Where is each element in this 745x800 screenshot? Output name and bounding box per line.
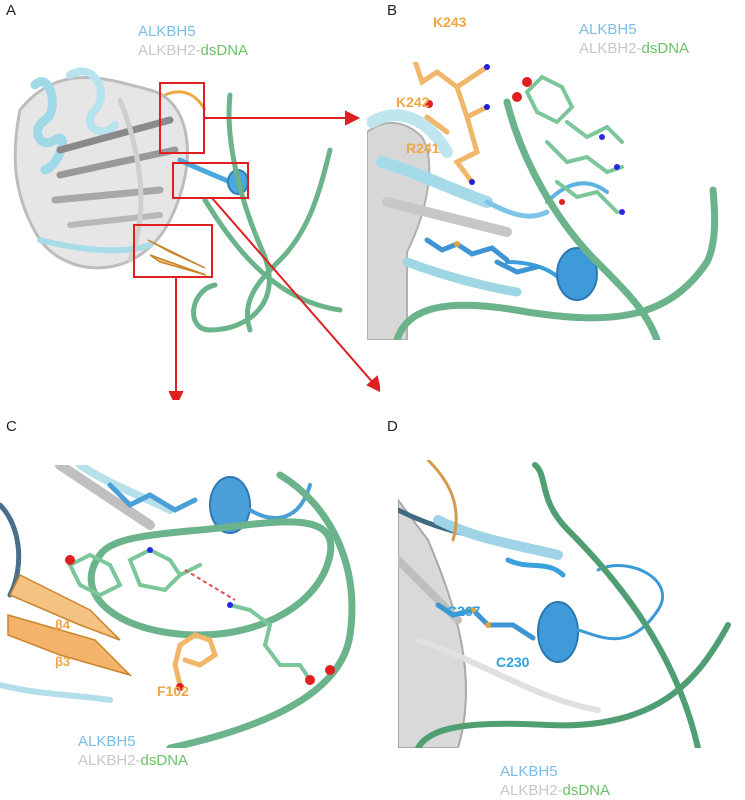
legend-dsdna-label: dsDNA	[200, 42, 249, 59]
legend-dsdna-label: dsDNA	[140, 752, 189, 769]
dsdna-tube	[191, 92, 343, 333]
legend-alkbh5-label: ALKBH5	[500, 763, 558, 780]
legend-dsdna-label: dsDNA	[641, 40, 690, 57]
dsdna-tube	[87, 471, 356, 748]
legend-alkbh2-label: ALKBH2-	[500, 782, 563, 799]
residue-label-r241: R241	[406, 140, 440, 156]
panel-c-letter: C	[6, 418, 17, 435]
legend-alkbh2-label: ALKBH2-	[78, 752, 141, 769]
panel-a-letter: A	[6, 2, 17, 19]
orange-beta-sheet	[7, 573, 133, 677]
panel-d-structure-art	[398, 460, 731, 748]
panel-d-letter: D	[387, 418, 398, 435]
orange-strands	[147, 90, 207, 276]
residue-label-k243: K243	[433, 14, 467, 30]
residue-label-k242: K242	[396, 94, 430, 110]
residue-label-c230: C230	[496, 654, 530, 670]
side-chains	[424, 237, 540, 275]
panel-b-structure	[367, 62, 742, 340]
panel-c-structure	[0, 465, 378, 748]
panel-d-structure	[398, 460, 743, 748]
f102-sidechain	[172, 632, 218, 688]
dsdna-tube	[393, 98, 719, 340]
dsdna-tube	[415, 462, 731, 748]
panel-c-legend: ALKBH5 ALKBH2-dsDNA	[78, 732, 188, 770]
legend-alkbh2-label: ALKBH2-	[579, 40, 642, 57]
panel-a-legend: ALKBH5 ALKBH2-dsDNA	[138, 22, 248, 60]
nucleotide-sticks	[67, 547, 312, 682]
panel-a-structure	[0, 0, 380, 400]
panel-a-structure-art	[13, 67, 380, 400]
cysteine-sidechains	[435, 602, 536, 641]
atom-dots	[65, 547, 335, 691]
nucleotide-sticks	[524, 74, 624, 214]
panel-c-structure-art	[0, 465, 356, 748]
hydrogen-bond	[184, 569, 236, 601]
panel-b-structure-art	[367, 62, 719, 340]
legend-alkbh5-label: ALKBH5	[78, 733, 136, 750]
callout-box-c	[133, 224, 213, 278]
callout-arrows	[168, 110, 380, 400]
legend-dsdna-label: dsDNA	[562, 782, 611, 799]
atom-dots	[512, 77, 625, 215]
panel-b-letter: B	[387, 2, 398, 19]
legend-alkbh2-label: ALKBH2-	[138, 42, 201, 59]
legend-alkbh5-label: ALKBH5	[138, 23, 196, 40]
residue-label-f102: F102	[157, 683, 189, 699]
legend-alkbh5-label: ALKBH5	[579, 21, 637, 38]
residue-label-c267: C267	[447, 603, 481, 619]
protein-ribbons	[0, 465, 312, 703]
panel-d-legend: ALKBH5 ALKBH2-dsDNA	[500, 762, 610, 800]
panel-b-legend: ALKBH5 ALKBH2-dsDNA	[579, 20, 689, 58]
lysine-sticks	[412, 62, 490, 185]
strand-label-beta4: β4	[55, 617, 71, 632]
callout-box-d	[172, 162, 249, 199]
protein-ribbons	[398, 460, 665, 748]
protein-ribbons	[13, 67, 249, 270]
protein-ribbons	[367, 109, 609, 340]
strand-label-beta3: β3	[55, 654, 71, 669]
